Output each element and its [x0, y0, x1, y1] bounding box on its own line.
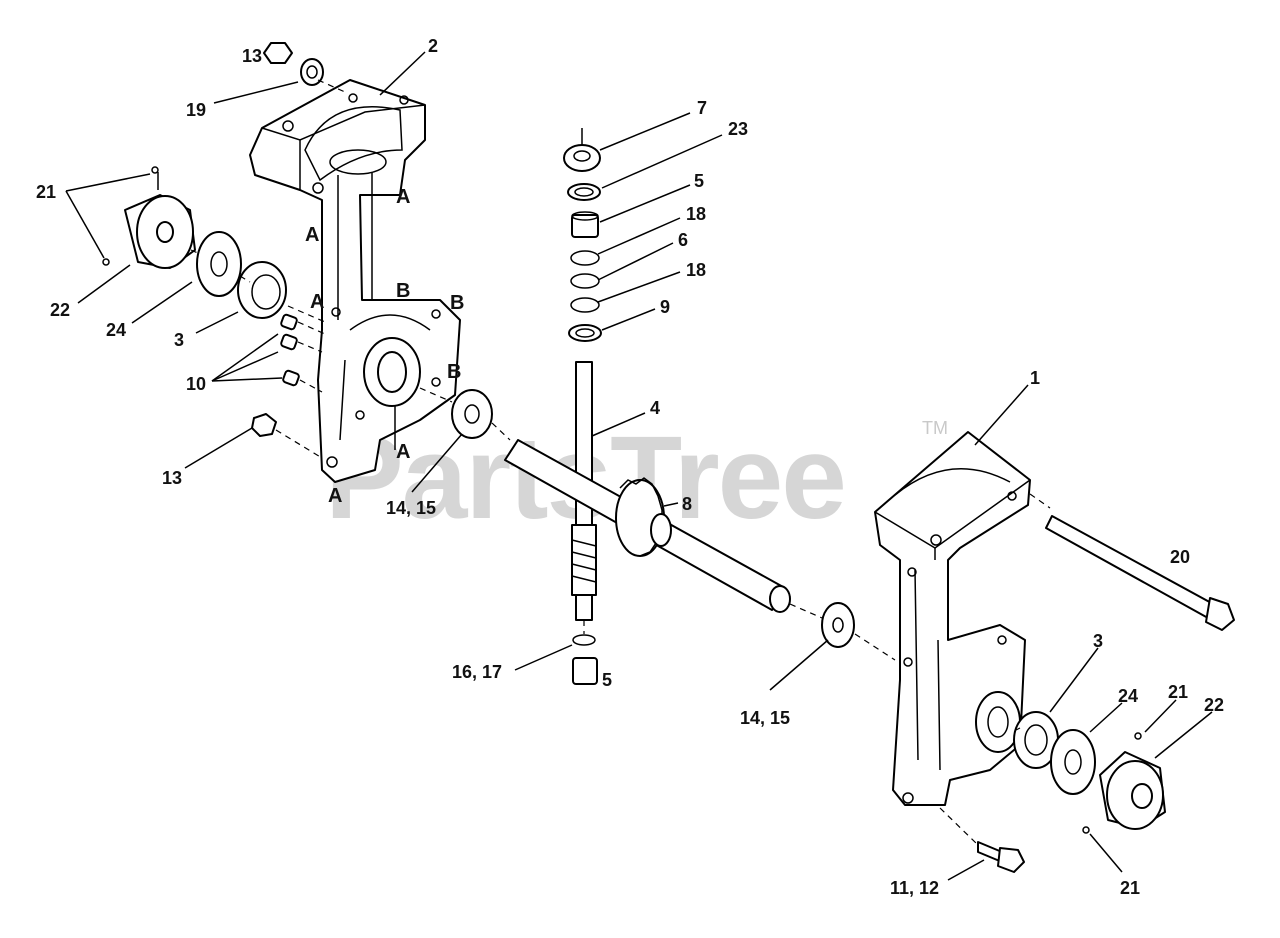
- callout-20: 20: [1170, 547, 1190, 567]
- callout-6: 6: [678, 230, 688, 250]
- callout-4: 4: [650, 398, 660, 418]
- callout-21: 21: [1168, 682, 1188, 702]
- callout-5: 5: [694, 171, 704, 191]
- callout-8: 8: [682, 494, 692, 514]
- right-hub-parts: [977, 515, 1235, 873]
- mark-b: B: [447, 361, 461, 383]
- callout-14-15: 14, 15: [386, 498, 436, 518]
- mark-a: A: [328, 485, 342, 507]
- callout-11-12: 11, 12: [890, 878, 939, 898]
- callout-21: 21: [36, 182, 56, 202]
- callout-16-17: 16, 17: [452, 662, 502, 682]
- right-gear-housing: [874, 431, 1031, 806]
- callout-5: 5: [602, 670, 612, 690]
- mark-a: A: [305, 224, 319, 246]
- callout-3: 3: [174, 330, 184, 350]
- mark-a: A: [396, 186, 410, 208]
- callout-19: 19: [186, 100, 206, 120]
- axle-and-gear: [504, 439, 855, 648]
- callout-22: 22: [50, 300, 70, 320]
- left-hub-parts: [102, 42, 493, 439]
- callout-10: 10: [186, 374, 206, 394]
- mark-b: B: [396, 280, 410, 302]
- callout-14-15: 14, 15: [740, 708, 790, 728]
- callout-7: 7: [697, 98, 707, 118]
- leader-lines: [65, 51, 1213, 881]
- callout-9: 9: [660, 297, 670, 317]
- worm-shaft-stack: [563, 128, 602, 685]
- callout-13: 13: [162, 468, 182, 488]
- callout-24: 24: [1118, 686, 1138, 706]
- mark-b: B: [450, 292, 464, 314]
- callouts: 2 13 19 21 22 24 3 10 13 14, 15 7 23 5 1…: [36, 36, 1224, 898]
- callout-18: 18: [686, 204, 706, 224]
- callout-18: 18: [686, 260, 706, 280]
- assembly-marks: A A A B B B A A: [305, 186, 464, 507]
- left-gear-housing: [249, 79, 461, 483]
- mark-a: A: [310, 291, 324, 313]
- callout-13: 13: [242, 46, 262, 66]
- watermark-trademark: TM: [922, 418, 948, 438]
- callout-3: 3: [1093, 631, 1103, 651]
- callout-2: 2: [428, 36, 438, 56]
- callout-21: 21: [1120, 878, 1140, 898]
- callout-22: 22: [1204, 695, 1224, 715]
- alignment-lines: [190, 79, 1051, 846]
- callout-1: 1: [1030, 368, 1040, 388]
- callout-24: 24: [106, 320, 126, 340]
- mark-a: A: [396, 441, 410, 463]
- callout-23: 23: [728, 119, 748, 139]
